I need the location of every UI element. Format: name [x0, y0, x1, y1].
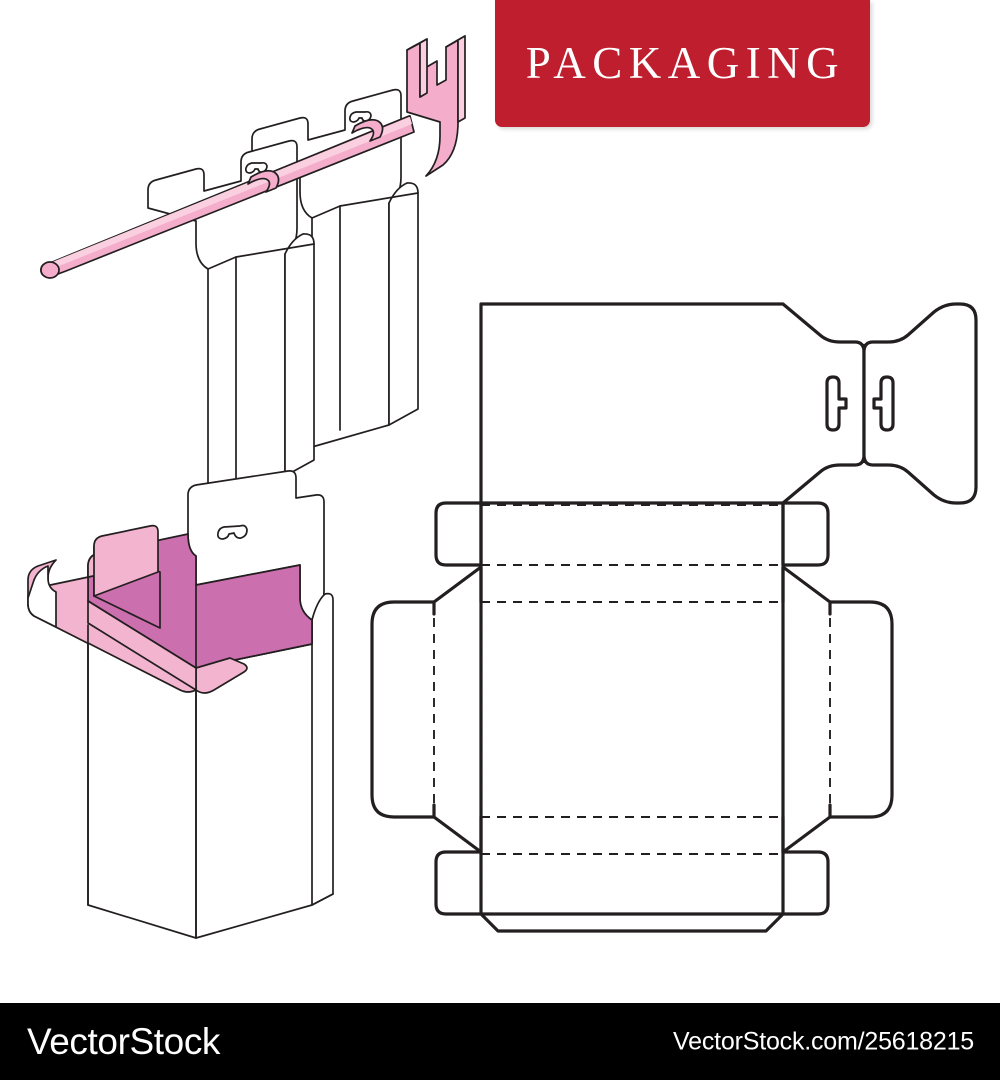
vectorstock-url-label: VectorStock.com/25618215: [673, 1027, 974, 1055]
pegboard-hook: [40, 35, 466, 279]
packaging-banner: PACKAGING: [495, 0, 870, 127]
packaging-artwork: .cut { fill:none; stroke:#231F20; stroke…: [27, 35, 978, 939]
vectorstock-footer-bar: VectorStock VectorStock.com/25618215: [0, 1003, 1000, 1080]
rear-hang-box: [251, 88, 419, 448]
front-hang-box: [147, 139, 315, 499]
die-cut-template: [370, 302, 978, 933]
open-box-illustration: [27, 470, 334, 939]
hanging-boxes-illustration: [40, 35, 466, 499]
packaging-banner-label: PACKAGING: [525, 38, 846, 88]
vectorstock-brand-label: VectorStock: [27, 1020, 221, 1062]
